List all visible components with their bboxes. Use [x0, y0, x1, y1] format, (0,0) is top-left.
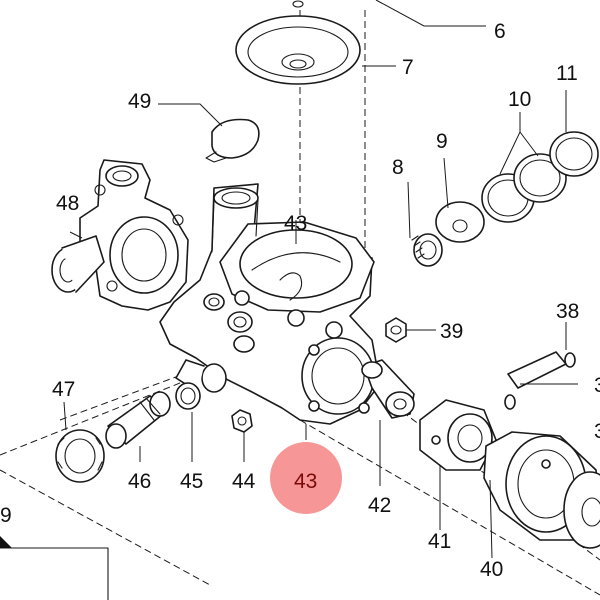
callout-edge-right-a: 3: [594, 374, 600, 397]
callout-43: 43: [294, 470, 317, 493]
callout-6: 6: [494, 20, 506, 43]
part-43-pump-body: [159, 183, 381, 425]
callout-41: 41: [428, 530, 451, 553]
part-39-nut: [385, 317, 407, 343]
callout-45: 45: [180, 470, 203, 493]
leader-lines: [63, 0, 578, 559]
part-7-diaphragm: [235, 0, 361, 85]
callout-49: 49: [128, 90, 151, 113]
callout-39: 39: [440, 320, 463, 343]
callout-42: 42: [368, 494, 391, 517]
part-45-o-ring: [175, 382, 201, 410]
part-44-nut: [231, 409, 253, 433]
part-40-cover: [483, 431, 600, 549]
callout-edge-right-b: 3: [594, 420, 600, 443]
callout-10: 10: [508, 88, 531, 111]
part-11-seal: [549, 131, 599, 177]
callout-46: 46: [128, 470, 151, 493]
part-47-coupling-nut: [55, 429, 105, 483]
part-38-pin: [504, 351, 576, 410]
callout-47: 47: [52, 378, 75, 401]
part-9-washer: [435, 201, 485, 243]
part-46-fitting: [105, 391, 171, 449]
part-42-connecting-rod: [361, 359, 415, 419]
callout-38: 38: [556, 300, 579, 323]
callout-labels: 6 7 11 10 49 9 8 48 43 38 39 47 46 45 44…: [0, 20, 600, 581]
callout-43-highlight[interactable]: [270, 442, 342, 514]
callout-43-top: 43: [284, 212, 307, 235]
part-41-bearing: [419, 399, 497, 471]
callout-11: 11: [556, 62, 578, 85]
callout-9: 9: [436, 130, 448, 153]
callout-edge-left: 9: [0, 504, 12, 527]
callout-44: 44: [232, 470, 256, 493]
callout-7: 7: [402, 56, 414, 79]
callout-40: 40: [480, 558, 503, 581]
part-8-spring: [411, 233, 443, 267]
callout-48: 48: [56, 192, 79, 215]
part-49-cap: [205, 118, 260, 163]
part-48-inlet-housing: [51, 159, 189, 311]
callout-8: 8: [392, 156, 404, 179]
part-box-frame: [0, 536, 109, 600]
